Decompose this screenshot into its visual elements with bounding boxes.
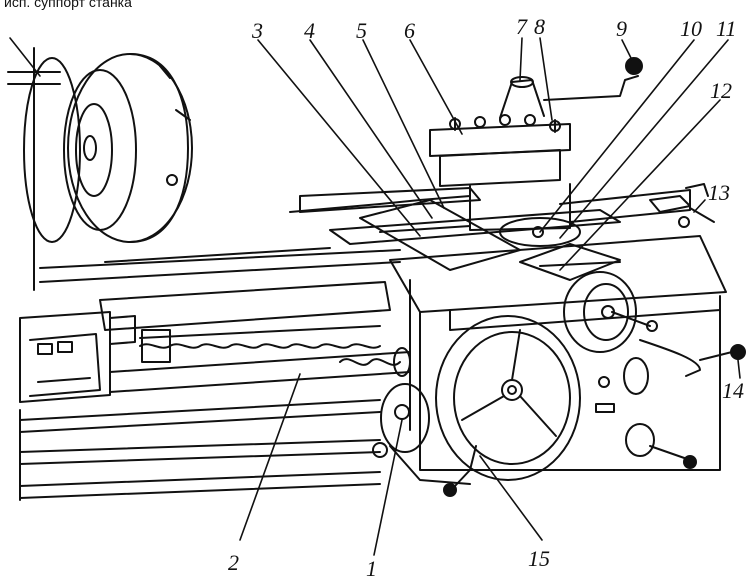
label-4: 4 xyxy=(304,18,315,43)
label-10: 10 xyxy=(680,16,702,41)
feed-knob xyxy=(372,383,471,485)
caption: исп. суппорт станка xyxy=(4,0,132,10)
label-6: 6 xyxy=(404,18,415,43)
label-9: 9 xyxy=(616,16,627,41)
cross-slide-handle xyxy=(649,183,715,228)
label-3: 3 xyxy=(252,18,263,43)
leader-lines xyxy=(9,37,741,556)
label-14: 14 xyxy=(722,378,744,403)
label-1: 1 xyxy=(366,556,377,581)
label-2: 2 xyxy=(228,550,239,575)
lathe-bed xyxy=(19,247,411,501)
label-7: 7 xyxy=(516,14,527,39)
label-15: 15 xyxy=(528,546,550,571)
label-12: 12 xyxy=(710,78,732,103)
tool-post xyxy=(429,57,643,247)
chuck xyxy=(7,47,193,291)
large-handwheel xyxy=(435,315,581,497)
label-5: 5 xyxy=(356,18,367,43)
small-handwheel xyxy=(563,271,658,353)
label-8: 8 xyxy=(534,14,545,39)
label-13: 13 xyxy=(708,180,730,205)
feed-levers xyxy=(595,339,746,469)
label-11: 11 xyxy=(716,16,737,41)
